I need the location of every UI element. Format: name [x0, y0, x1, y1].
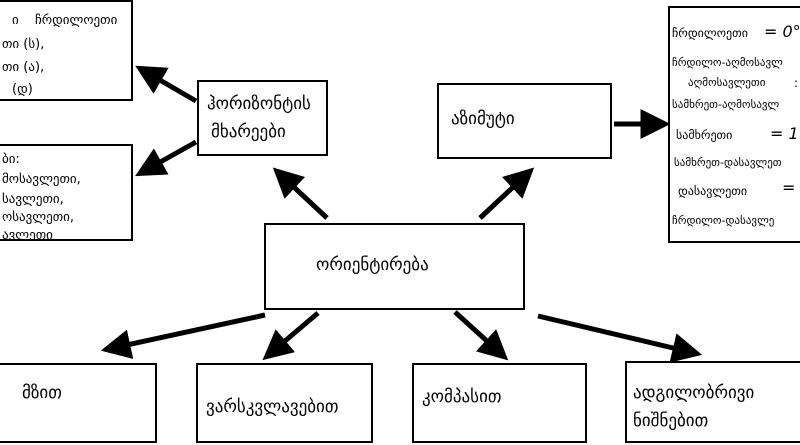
main-directions-line-2: თი (ს), — [2, 37, 45, 52]
intermediate-directions-line-3: სავლეთი, — [2, 192, 64, 207]
method-stars-box: ვარსკვლავებით — [196, 363, 373, 443]
main-directions-line-1: ჩრდილოეთი — [35, 13, 118, 28]
arrow-center-to-stars — [262, 311, 320, 361]
orientation-center-box: ორიენტირება — [264, 223, 525, 310]
azimuth-row-west-eq: = — [782, 178, 796, 197]
arrow-horizon-to-main — [135, 65, 198, 104]
horizon-sides-box: ჰორიზონტის მხარეები — [197, 80, 328, 156]
azimuth-row-southeast: სამხრეთ-აღმოსავლ — [672, 98, 780, 111]
azimuth-row-south-eq: = 1 — [770, 124, 799, 143]
horizon-sides-line-1: ჰორიზონტის — [207, 94, 311, 114]
main-directions-box: ჩრდილოეთი ი თი (ს), თი (ა), (დ) — [0, 0, 133, 101]
azimuth-row-northwest: ჩრდილო-დასავლე — [672, 214, 775, 227]
azimuth-row-east: აღმოსავლეთი — [688, 76, 766, 89]
azimuth-row-south: სამხრეთი — [676, 128, 733, 142]
azimuth-row-east-eq: : — [794, 76, 799, 90]
method-compass-box: კომპასით — [412, 363, 587, 443]
main-directions-prefix: ი — [12, 13, 19, 28]
intermediate-directions-line-1: ბი: — [2, 152, 20, 167]
arrow-center-to-horizon — [272, 167, 329, 220]
method-sun-box: მზით — [0, 363, 157, 443]
arrow-center-to-sun — [100, 312, 266, 359]
method-landmarks-box: ადგილობრივი ნიშნებით — [625, 361, 800, 443]
main-directions-line-3: თი (ა), — [2, 60, 45, 75]
method-compass-label: კომპასით — [422, 387, 502, 407]
azimuth-row-southwest: სამხრეთ-დასავლეთ — [674, 156, 782, 169]
azimuth-box: აზიმუტი — [437, 83, 612, 159]
arrow-center-to-landmarks — [537, 313, 703, 363]
azimuth-row-north: ჩრდილოეთი — [672, 26, 748, 40]
method-landmarks-line-1: ადგილობრივი — [633, 383, 755, 403]
intermediate-directions-line-5: ავლეთი — [2, 228, 53, 241]
method-sun-label: მზით — [22, 383, 62, 403]
orientation-center-label: ორიენტირება — [316, 255, 429, 275]
method-landmarks-line-2: ნიშნებით — [633, 411, 709, 431]
arrow-horizon-to-inter — [135, 139, 198, 177]
main-directions-line-4: (დ) — [12, 82, 33, 97]
method-stars-label: ვარსკვლავებით — [206, 397, 339, 417]
azimuth-row-west: დასავლეთი — [678, 184, 748, 198]
intermediate-directions-line-2: მოსავლეთი, — [2, 172, 81, 187]
azimuth-label: აზიმუტი — [451, 109, 515, 129]
arrow-center-to-compass — [453, 310, 509, 361]
arrow-center-to-azimuth — [478, 167, 535, 220]
horizon-sides-line-2: მხარეები — [211, 122, 286, 142]
azimuth-row-north-eq: = 0° — [764, 22, 800, 41]
azimuth-values-box: ჩრდილოეთი = 0° ჩრდილო-აღმოსავლ აღმოსავლე… — [668, 6, 800, 243]
intermediate-directions-line-4: ოსავლეთი, — [2, 210, 74, 225]
azimuth-row-northeast: ჩრდილო-აღმოსავლ — [672, 56, 783, 69]
intermediate-directions-box: ბი: მოსავლეთი, სავლეთი, ოსავლეთი, ავლეთი — [0, 144, 133, 241]
